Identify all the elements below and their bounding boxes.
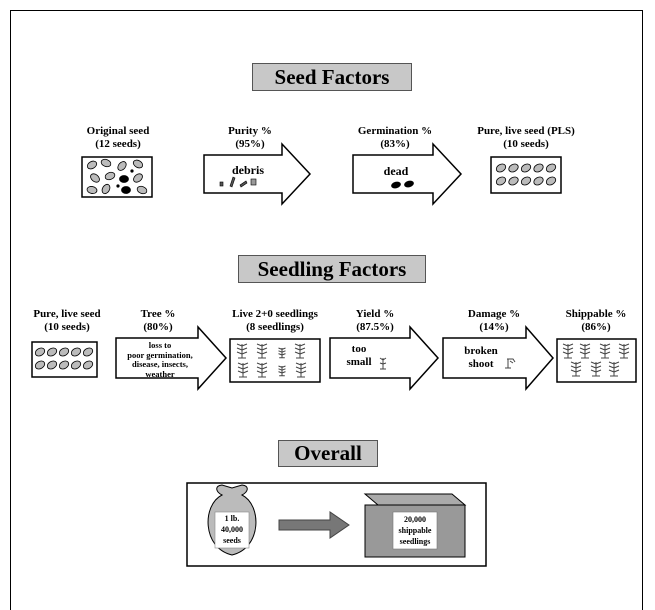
yield-inner-text: too small	[346, 343, 372, 368]
seedling-icon	[236, 343, 248, 359]
tree-inner-text: loss to poor germination, disease, insec…	[127, 340, 193, 379]
seed-icon	[545, 163, 557, 173]
figure-frame	[10, 10, 643, 610]
seed-icon	[533, 176, 544, 186]
overall-arrow	[278, 511, 350, 539]
seed-icon	[495, 163, 507, 173]
seedling-icon	[562, 343, 574, 359]
shippable-label: Shippable % (86%)	[565, 308, 627, 333]
seed-icon	[520, 163, 532, 173]
seedling-pls-box	[31, 341, 98, 378]
seedling-icon	[278, 365, 286, 377]
pls-box	[490, 156, 562, 194]
seedling-icon	[590, 361, 602, 377]
seedling-icon	[618, 343, 630, 359]
germination-arrow	[352, 142, 463, 206]
bag-text: 1 lb. 40,000 seeds	[221, 514, 243, 545]
purity-arrow	[203, 142, 312, 206]
box-top	[363, 493, 467, 506]
seedling-icon	[295, 362, 307, 378]
purity-label: Purity % (95%)	[228, 125, 272, 150]
damage-label: Damage % (14%)	[467, 308, 521, 333]
seed-icon	[58, 360, 70, 370]
seedling-factors-header: Seedling Factors	[238, 255, 426, 283]
seed-icon	[46, 360, 58, 370]
damage-arrow	[442, 324, 554, 392]
yield-arrow	[329, 325, 440, 391]
seed-icon	[46, 347, 58, 357]
yield-label: Yield % (87.5%)	[355, 308, 395, 333]
debris-icons	[219, 176, 257, 188]
seed-factors-header: Seed Factors	[252, 63, 412, 91]
live-seedling-icons	[236, 343, 307, 378]
seedling-icon	[599, 343, 611, 359]
seed-icon	[508, 176, 519, 186]
seedling-icon	[294, 343, 306, 359]
seed-icon	[70, 360, 82, 370]
seedling-pls-label: Pure, live seed (10 seeds)	[33, 308, 101, 333]
seed-icon	[533, 163, 544, 173]
small-seedling-icon	[379, 357, 387, 370]
broken-seedling-icon	[505, 358, 516, 369]
tree-label: Tree % (80%)	[140, 308, 176, 333]
seed-icon	[508, 163, 519, 173]
germination-inner-text: dead	[383, 164, 409, 178]
seedling-icon	[237, 362, 249, 378]
seedling-icon	[570, 361, 582, 377]
seedling-pls-seed-icons	[34, 347, 94, 370]
overall-header: Overall	[278, 440, 378, 467]
purity-inner-text: debris	[231, 163, 264, 177]
live-seedlings-box	[229, 338, 321, 383]
live-seedlings-label: Live 2+0 seedlings (8 seedlings)	[232, 308, 318, 333]
tree-arrow	[115, 325, 228, 391]
seed-icon	[545, 176, 557, 186]
dead-seed-icons	[391, 180, 414, 189]
box-text: 20,000 shippable seedlings	[398, 515, 432, 546]
seed-icon	[70, 347, 82, 357]
seedling-icon	[256, 362, 268, 378]
seedling-icon	[256, 343, 268, 359]
damage-inner-text: broken shoot	[464, 345, 498, 370]
pls-seed-icons	[495, 163, 557, 186]
original-seed-label: Original seed (12 seeds)	[86, 125, 150, 150]
seedling-icon	[278, 347, 286, 359]
seed-icon	[34, 347, 46, 357]
seed-icon	[495, 176, 507, 186]
shippable-box	[556, 338, 637, 383]
seed-icon	[58, 347, 70, 357]
seed-icon	[34, 360, 46, 370]
pls-label: Pure, live seed (PLS) (10 seeds)	[477, 125, 575, 150]
seedling-icon	[608, 361, 620, 377]
seed-icon	[82, 360, 94, 370]
germination-label: Germination % (83%)	[357, 125, 433, 150]
original-seed-icons	[86, 158, 148, 195]
seed-icon	[520, 176, 532, 186]
seed-icon	[82, 347, 94, 357]
seedling-icon	[579, 343, 591, 359]
shippable-seedling-icons	[562, 343, 630, 377]
